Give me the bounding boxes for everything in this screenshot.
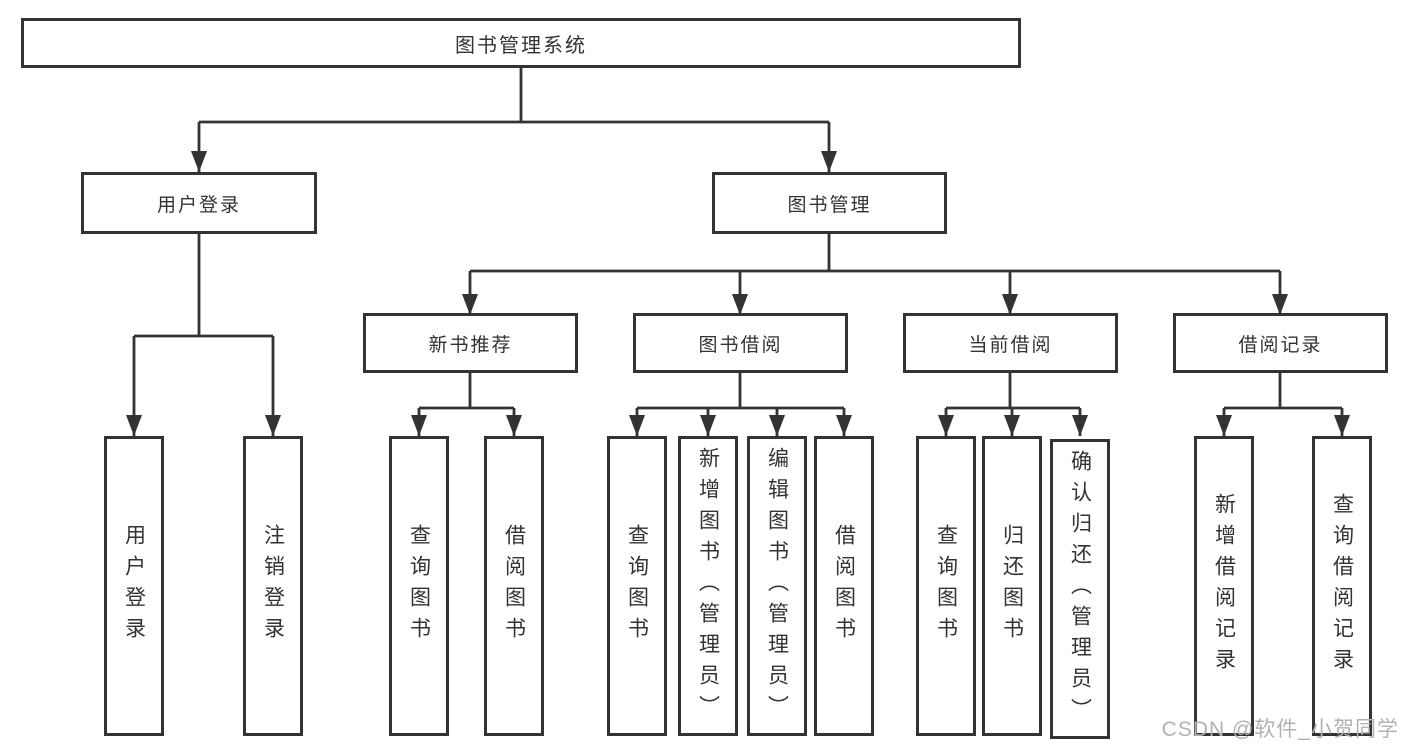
node-root-library-system: 图书管理系统 <box>21 18 1021 68</box>
leaf-edit-books-admin: 编辑图书（管理员） <box>747 436 807 736</box>
node-book-borrowing: 图书借阅 <box>633 313 848 373</box>
leaf-add-books-admin: 新增图书（管理员） <box>678 436 738 736</box>
leaf-query-borrow-record: 查询借阅记录 <box>1312 436 1372 736</box>
node-user-login: 用户登录 <box>81 172 317 234</box>
leaf-logout: 注销登录 <box>243 436 303 736</box>
leaf-add-borrow-record: 新增借阅记录 <box>1194 436 1254 736</box>
node-book-management: 图书管理 <box>712 172 947 234</box>
node-borrowing-records: 借阅记录 <box>1173 313 1388 373</box>
leaf-query-books-recommend: 查询图书 <box>389 436 449 736</box>
leaf-query-books-borrow: 查询图书 <box>607 436 667 736</box>
leaf-borrow-books-recommend: 借阅图书 <box>484 436 544 736</box>
leaf-borrow-books: 借阅图书 <box>814 436 874 736</box>
leaf-return-books: 归还图书 <box>982 436 1042 736</box>
leaf-query-books-current: 查询图书 <box>916 436 976 736</box>
node-new-book-recommend: 新书推荐 <box>363 313 578 373</box>
leaf-confirm-return-admin: 确认归还（管理员） <box>1050 439 1110 739</box>
node-current-borrowing: 当前借阅 <box>903 313 1118 373</box>
csdn-watermark: CSDN @软件_小贺同学 <box>1161 718 1399 741</box>
leaf-user-login: 用户登录 <box>104 436 164 736</box>
